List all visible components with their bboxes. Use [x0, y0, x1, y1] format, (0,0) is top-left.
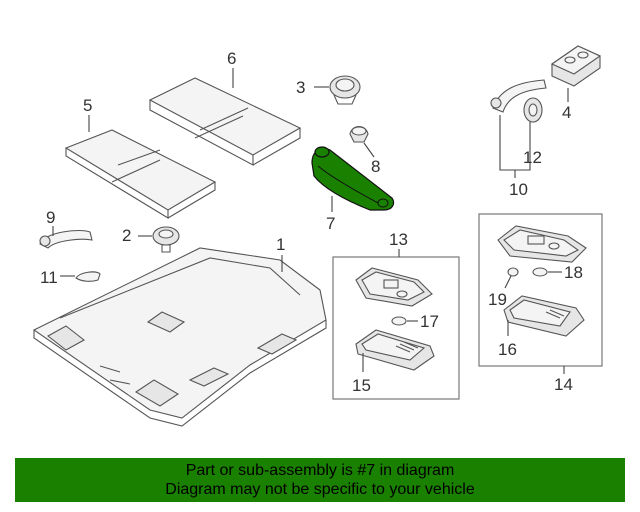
part-2-clip[interactable]: [152, 226, 180, 253]
callout-3: 3: [296, 78, 305, 97]
callout-17: 17: [420, 312, 439, 331]
callout-9: 9: [46, 208, 55, 227]
part-17-clip[interactable]: [391, 316, 407, 326]
callout-15: 15: [352, 376, 371, 395]
part-14-overhead-console[interactable]: [497, 225, 587, 263]
callout-16: 16: [498, 340, 517, 359]
part-6-panel[interactable]: [148, 77, 302, 166]
callout-1: 1: [276, 235, 285, 254]
part-3-lamp[interactable]: [329, 75, 361, 105]
part-15-lens[interactable]: [355, 329, 435, 371]
info-banner: Part or sub-assembly is #7 in diagram Di…: [15, 458, 625, 502]
part-19-cap[interactable]: [507, 267, 519, 277]
callout-7: 7: [326, 214, 335, 233]
banner-line-part: Part or sub-assembly is #7 in diagram: [185, 462, 455, 479]
callout-10: 10: [509, 180, 528, 199]
part-5-panel[interactable]: [64, 129, 217, 219]
callout-13: 13: [389, 230, 408, 249]
part-8-clip[interactable]: [349, 125, 369, 143]
callout-12: 12: [523, 148, 542, 167]
callout-6: 6: [227, 49, 236, 68]
part-10-grab-handle[interactable]: [490, 79, 547, 113]
callout-4: 4: [562, 103, 571, 122]
callout-5: 5: [83, 96, 92, 115]
callout-11: 11: [40, 268, 58, 287]
part-13-console[interactable]: [355, 267, 433, 307]
callout-18: 18: [564, 263, 583, 282]
part-7-sun-visor[interactable]: [311, 146, 395, 211]
banner-line-disclaimer: Diagram may not be specific to your vehi…: [165, 481, 475, 498]
part-18-clip[interactable]: [532, 267, 548, 277]
callout-19: 19: [488, 290, 507, 309]
callout-14: 14: [554, 375, 573, 394]
callout-2: 2: [122, 226, 131, 245]
callout-8: 8: [371, 157, 380, 176]
part-9-handle[interactable]: [39, 229, 93, 249]
part-11-cap[interactable]: [75, 271, 101, 282]
part-4-map-lamp[interactable]: [550, 45, 602, 87]
part-1-headliner[interactable]: [32, 247, 327, 427]
part-12-bracket[interactable]: [523, 97, 543, 123]
banner-background: [15, 458, 625, 502]
